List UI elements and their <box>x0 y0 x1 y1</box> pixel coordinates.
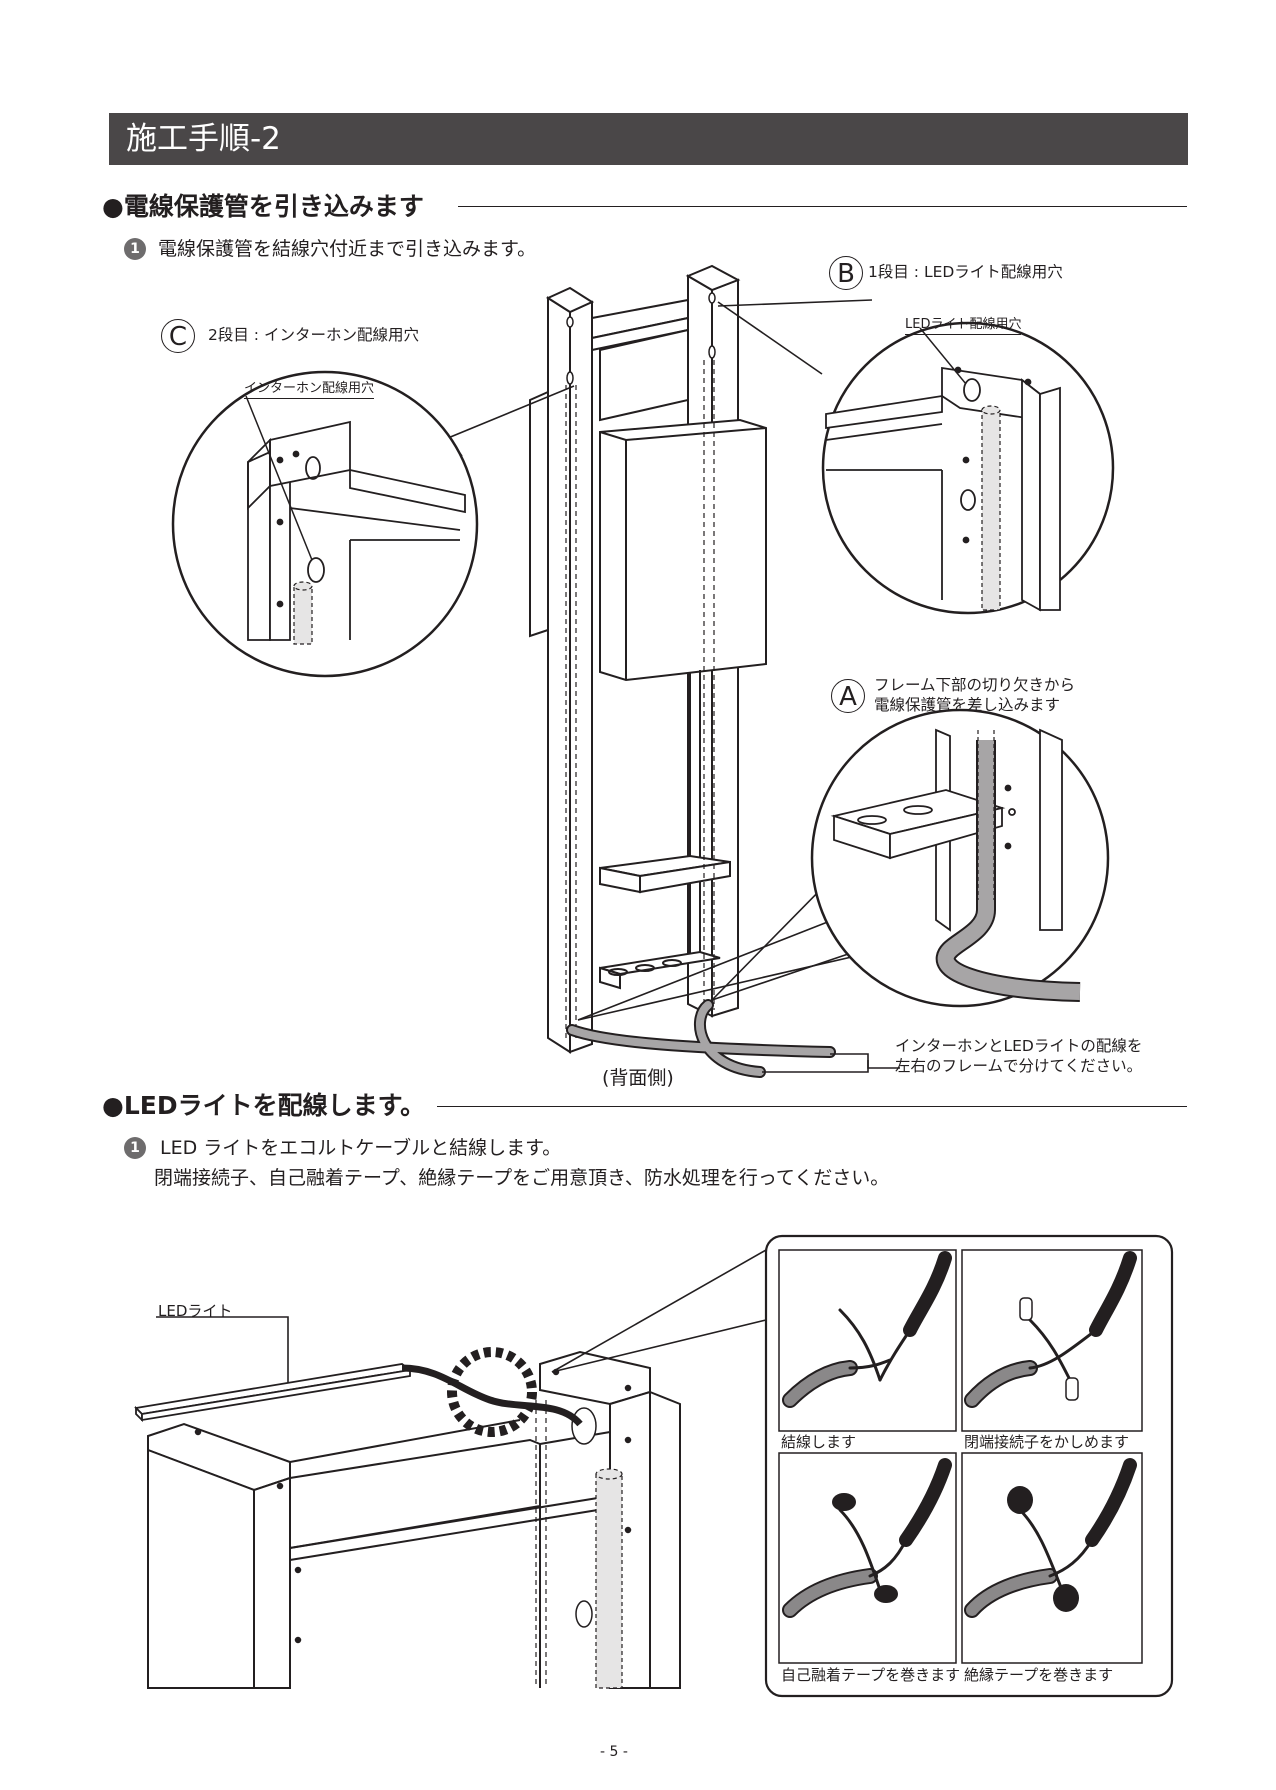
callout-a-letter: A <box>831 679 865 713</box>
callout-b-letter: B <box>829 256 863 290</box>
panel-4-caption: 絶縁テープを巻きます <box>964 1666 1114 1684</box>
callout-c-detail-label: インターホン配線用穴 <box>244 381 375 399</box>
page-number: - 5 - <box>600 1744 628 1760</box>
header-bar <box>109 113 1188 165</box>
panel-2-caption: 閉端接続子をかしめます <box>964 1433 1130 1451</box>
callout-c-label: 2段目 : インターホン配線用穴 <box>208 326 419 344</box>
section1-step-text: 電線保護管を結線穴付近まで引き込みます。 <box>158 238 537 260</box>
wiring-note-line2: 左右のフレームで分けてください。 <box>895 1057 1143 1075</box>
callout-a-line2: 電線保護管を差し込みます <box>874 696 1061 714</box>
callout-b-label: 1段目 : LEDライト配線用穴 <box>868 263 1063 281</box>
page-title: 施工手順-2 <box>126 121 281 157</box>
section1-title: ●電線保護管を引き込みます <box>102 192 424 221</box>
led-light-label: LEDライト <box>158 1302 233 1320</box>
view-label: (背面側) <box>602 1067 674 1089</box>
wiring-note-line1: インターホンとLEDライトの配線を <box>895 1037 1143 1055</box>
section2-step-line1: LED ライトをエコルトケーブルと結線します。 <box>160 1137 562 1159</box>
callout-a-line1: フレーム下部の切り欠きから <box>874 676 1076 694</box>
section1-rule <box>458 206 1187 207</box>
section2-title: ●LEDライトを配線します。 <box>102 1091 426 1120</box>
panel-1-caption: 結線します <box>781 1433 857 1451</box>
section1-step-badge: 1 <box>124 238 146 260</box>
section2-step-badge: 1 <box>124 1137 146 1159</box>
callout-c-letter: C <box>161 319 195 353</box>
callout-b-detail-label: LEDライト配線用穴 <box>905 317 1022 335</box>
panel-3-caption: 自己融着テープを巻きます <box>781 1666 961 1684</box>
section2-step-line2: 閉端接続子、自己融着テープ、絶縁テープをご用意頂き、防水処理を行ってください。 <box>154 1167 890 1189</box>
section2-rule <box>437 1106 1187 1107</box>
